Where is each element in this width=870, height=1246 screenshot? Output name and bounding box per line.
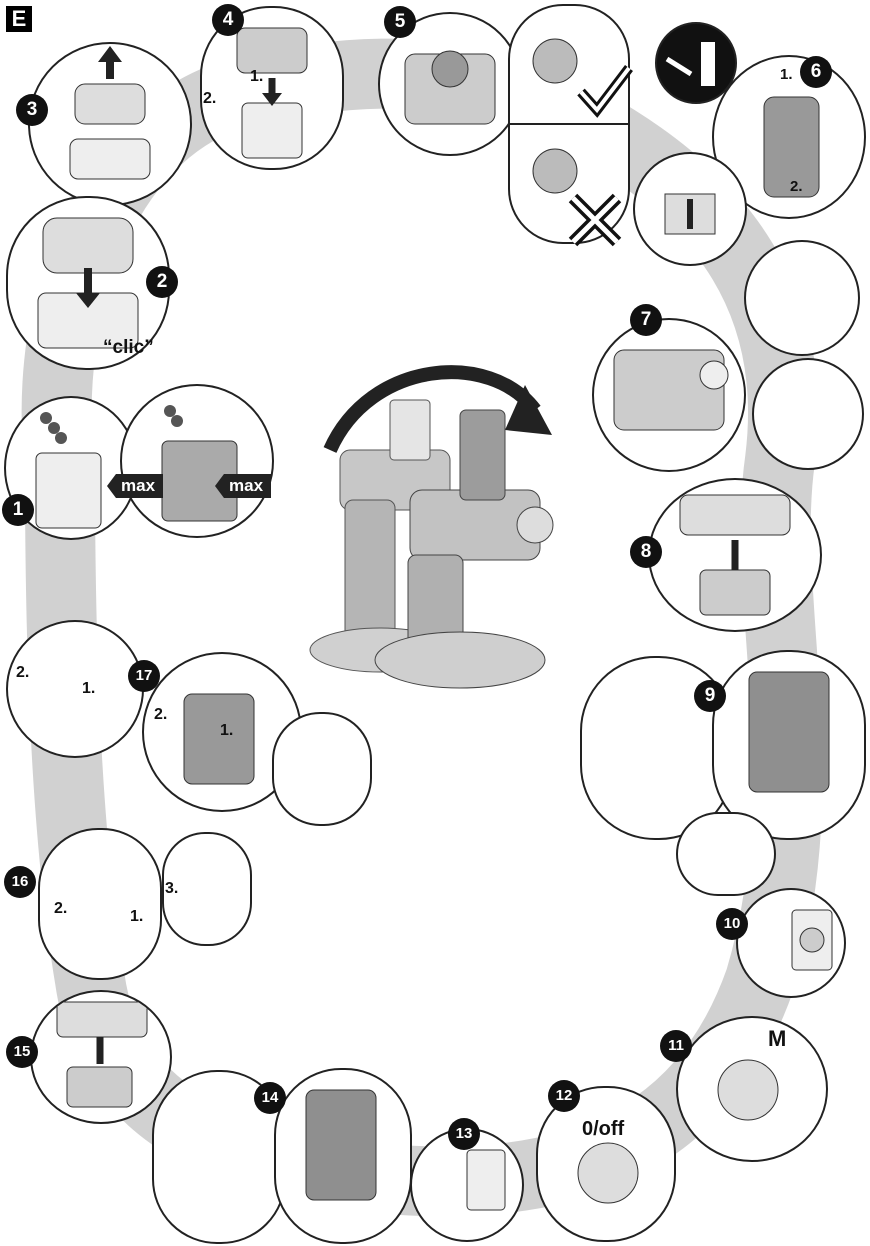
step-16-sub-1: 1. bbox=[130, 908, 143, 926]
step-1-badge: 1 bbox=[2, 494, 34, 526]
step-8-badge: 8 bbox=[630, 536, 662, 568]
step-6-detail-panel bbox=[633, 152, 747, 266]
step-10-badge: 10 bbox=[716, 908, 748, 940]
step-9-badge: 9 bbox=[694, 680, 726, 712]
step-14-badge: 14 bbox=[254, 1082, 286, 1114]
step-17-detail bbox=[272, 712, 372, 826]
step-10-panel bbox=[736, 888, 846, 998]
step-17-panel-a bbox=[6, 620, 144, 758]
step-3-badge: 3 bbox=[16, 94, 48, 126]
step-4-badge: 4 bbox=[212, 4, 244, 36]
step-6-badge: 6 bbox=[800, 56, 832, 88]
step-8-panel bbox=[648, 478, 822, 632]
step-4-sub-1: 1. bbox=[250, 68, 263, 86]
step-17a-sub-2: 2. bbox=[16, 664, 29, 682]
step-9-detail bbox=[676, 812, 776, 896]
max-mark-2: max bbox=[215, 474, 271, 498]
off-label: 0/off bbox=[582, 1118, 624, 1141]
step-16-sub-3: 3. bbox=[165, 880, 178, 898]
step-7-detail-a bbox=[744, 240, 860, 356]
step-17b-sub-1: 1. bbox=[220, 722, 233, 740]
step-7-panel bbox=[592, 318, 746, 472]
central-appliance-illustration bbox=[290, 340, 610, 700]
step-6-sub-1: 1. bbox=[780, 66, 793, 83]
mode-m-label: M bbox=[768, 1026, 786, 1052]
step-14-panel-b bbox=[274, 1068, 412, 1244]
step-7-detail-b bbox=[752, 358, 864, 470]
step-16-badge: 16 bbox=[4, 866, 36, 898]
step-6-sub-2: 2. bbox=[790, 178, 803, 195]
step-7-badge: 7 bbox=[630, 304, 662, 336]
step-1-panel-b bbox=[120, 384, 274, 538]
step-11-panel bbox=[676, 1016, 828, 1162]
step-13-badge: 13 bbox=[448, 1118, 480, 1150]
step-11-badge: 11 bbox=[660, 1030, 692, 1062]
step-5-badge: 5 bbox=[384, 6, 416, 38]
step-2-badge: 2 bbox=[146, 266, 178, 298]
step-3-panel bbox=[28, 42, 192, 206]
step-17b-sub-2: 2. bbox=[154, 706, 167, 724]
step-15-panel bbox=[30, 990, 172, 1124]
step-15-badge: 15 bbox=[6, 1036, 38, 1068]
step-17-badge: 17 bbox=[128, 660, 160, 692]
step-17a-sub-1: 1. bbox=[82, 680, 95, 698]
step-4-sub-2: 2. bbox=[203, 90, 216, 108]
cross-icon bbox=[565, 190, 625, 250]
max-mark-1: max bbox=[107, 474, 163, 498]
checkmark-icon bbox=[575, 60, 635, 120]
step-12-badge: 12 bbox=[548, 1080, 580, 1112]
step-16-sub-2: 2. bbox=[54, 900, 67, 918]
clic-label: “clic” bbox=[103, 337, 154, 359]
